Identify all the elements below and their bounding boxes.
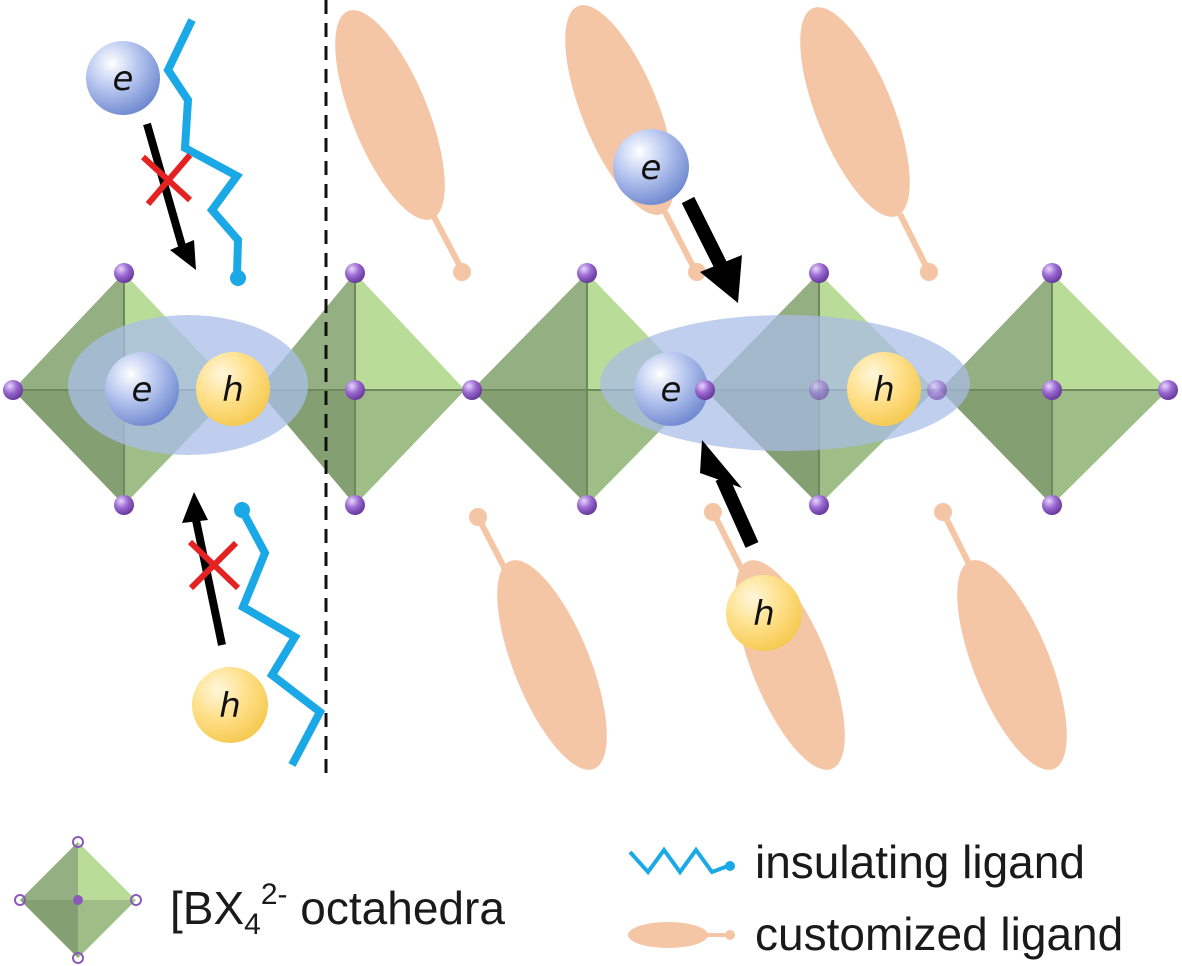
blocked-x-mark-top <box>140 153 193 206</box>
svg-text:h: h <box>219 686 241 726</box>
customized-ligand-bottom-1 <box>469 508 607 770</box>
svg-text:e: e <box>132 370 153 410</box>
electron-transfer-arrow <box>681 196 742 303</box>
blocked-hole-arrow <box>182 492 241 646</box>
octahedron-right-1 <box>472 273 700 505</box>
legend-octahedron-icon <box>14 836 142 964</box>
legend-insulating-label: insulating ligand <box>755 836 1085 888</box>
hole-free-left: h <box>192 667 268 743</box>
legend-customized-ligand-icon <box>628 922 735 948</box>
insulating-ligand-bottom <box>237 508 326 767</box>
customized-ligand-top-1 <box>335 10 471 281</box>
electron-free-right: e <box>613 129 689 205</box>
blocked-x-mark-bottom <box>187 539 241 591</box>
hole-free-right: h <box>726 575 802 651</box>
left-panel: e e h h <box>3 18 465 767</box>
legend-insulating-ligand-icon <box>628 846 735 876</box>
vertex-atoms-left <box>3 263 365 515</box>
legend-octahedra-label: [BX42- octahedra <box>170 878 505 941</box>
svg-text:e: e <box>641 148 662 188</box>
electron-bound-left: e <box>105 352 179 426</box>
hole-bound-left: h <box>196 352 270 426</box>
electron-free-left: e <box>86 41 160 115</box>
svg-text:h: h <box>222 370 244 410</box>
svg-text:e: e <box>113 59 134 99</box>
customized-ligand-bottom-3 <box>934 503 1067 770</box>
svg-text:h: h <box>753 594 775 634</box>
octahedron-right-3 <box>940 273 1168 505</box>
electron-bound-right: e <box>634 352 708 426</box>
legend: [BX42- octahedra insulating ligand custo… <box>14 836 1123 964</box>
insulating-ligand-top <box>163 18 243 276</box>
insulating-ligand-bottom-head <box>234 502 250 518</box>
svg-text:e: e <box>661 370 682 410</box>
svg-text:h: h <box>873 370 895 410</box>
customized-ligand-top-3 <box>800 7 938 281</box>
blocked-electron-arrow <box>140 122 196 270</box>
hole-transfer-arrow <box>700 440 759 548</box>
exciton-cloud-left <box>68 315 308 455</box>
legend-customized-label: customized ligand <box>755 908 1123 960</box>
vertex-atoms-right <box>462 263 1178 515</box>
right-panel: e e h h <box>335 5 1178 770</box>
insulating-ligand-top-head <box>230 270 246 286</box>
hole-bound-right: h <box>847 352 921 426</box>
